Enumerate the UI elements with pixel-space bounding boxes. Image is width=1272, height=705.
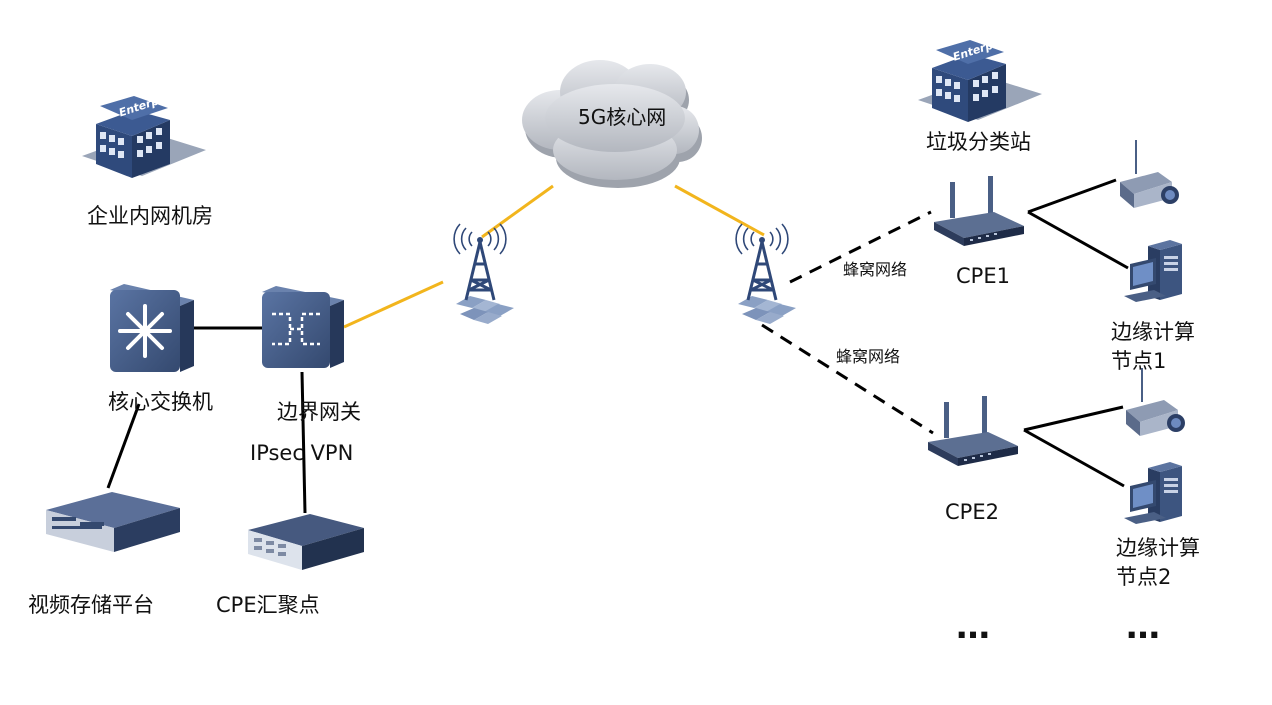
cellular-link-cpe1: [789, 210, 932, 284]
cpe-aggregation-label: CPE汇聚点: [216, 593, 320, 617]
cloud-icon: [522, 60, 702, 188]
link-core-tower-right: [674, 184, 765, 237]
edge-node-1-label-line1: 边缘计算: [1111, 320, 1195, 344]
link-tower-core-left: [481, 184, 554, 239]
sorting-station-label: 垃圾分类站: [926, 130, 1031, 154]
border-gateway-icon: [262, 286, 344, 368]
link-gateway-aggregation: [300, 371, 307, 514]
more-cpe-ellipsis: …: [956, 607, 993, 647]
cpe-router-icon: [934, 176, 1024, 246]
cell-tower-icon: [734, 222, 798, 326]
video-storage-label: 视频存储平台: [28, 593, 154, 617]
border-gateway-label: 边界网关: [277, 400, 361, 424]
link-cpe2-computer: [1023, 428, 1125, 488]
desktop-computer-icon: [1124, 462, 1182, 524]
cpe1-label: CPE1: [956, 264, 1010, 288]
edge-node-2-label-line2: 节点2: [1116, 565, 1172, 589]
edge-node-1-label-line2: 节点1: [1111, 349, 1167, 373]
ip-camera-icon: [1119, 139, 1180, 209]
cpe-router-icon: [928, 396, 1018, 466]
ipsec-vpn-label: IPsec VPN: [250, 441, 354, 465]
link-switch-storage: [106, 403, 141, 489]
more-nodes-ellipsis: …: [1126, 607, 1163, 647]
video-storage-icon: [46, 492, 180, 552]
link-cpe1-computer: [1027, 210, 1129, 270]
core-switch-label: 核心交换机: [108, 390, 213, 414]
core-switch-icon: [110, 284, 194, 372]
enterprise-room-label: 企业内网机房: [87, 204, 213, 228]
link-gateway-tower: [343, 280, 444, 329]
cpe2-label: CPE2: [945, 500, 999, 524]
desktop-computer-icon: [1124, 240, 1182, 302]
core-network-label: 5G核心网: [578, 105, 667, 129]
link-cpe1-camera: [1027, 178, 1117, 214]
cellular-network-label-1: 蜂窝网络: [843, 260, 908, 279]
cpe-aggregation-icon: [248, 514, 364, 570]
cellular-network-label-2: 蜂窝网络: [836, 347, 901, 366]
cellular-link-cpe2: [761, 323, 934, 435]
ip-camera-icon: [1125, 367, 1186, 437]
cell-tower-icon: [452, 222, 516, 326]
link-cpe2-camera: [1023, 405, 1124, 432]
link-lines: [106, 178, 1129, 514]
edge-node-2-label-line1: 边缘计算: [1116, 536, 1200, 560]
